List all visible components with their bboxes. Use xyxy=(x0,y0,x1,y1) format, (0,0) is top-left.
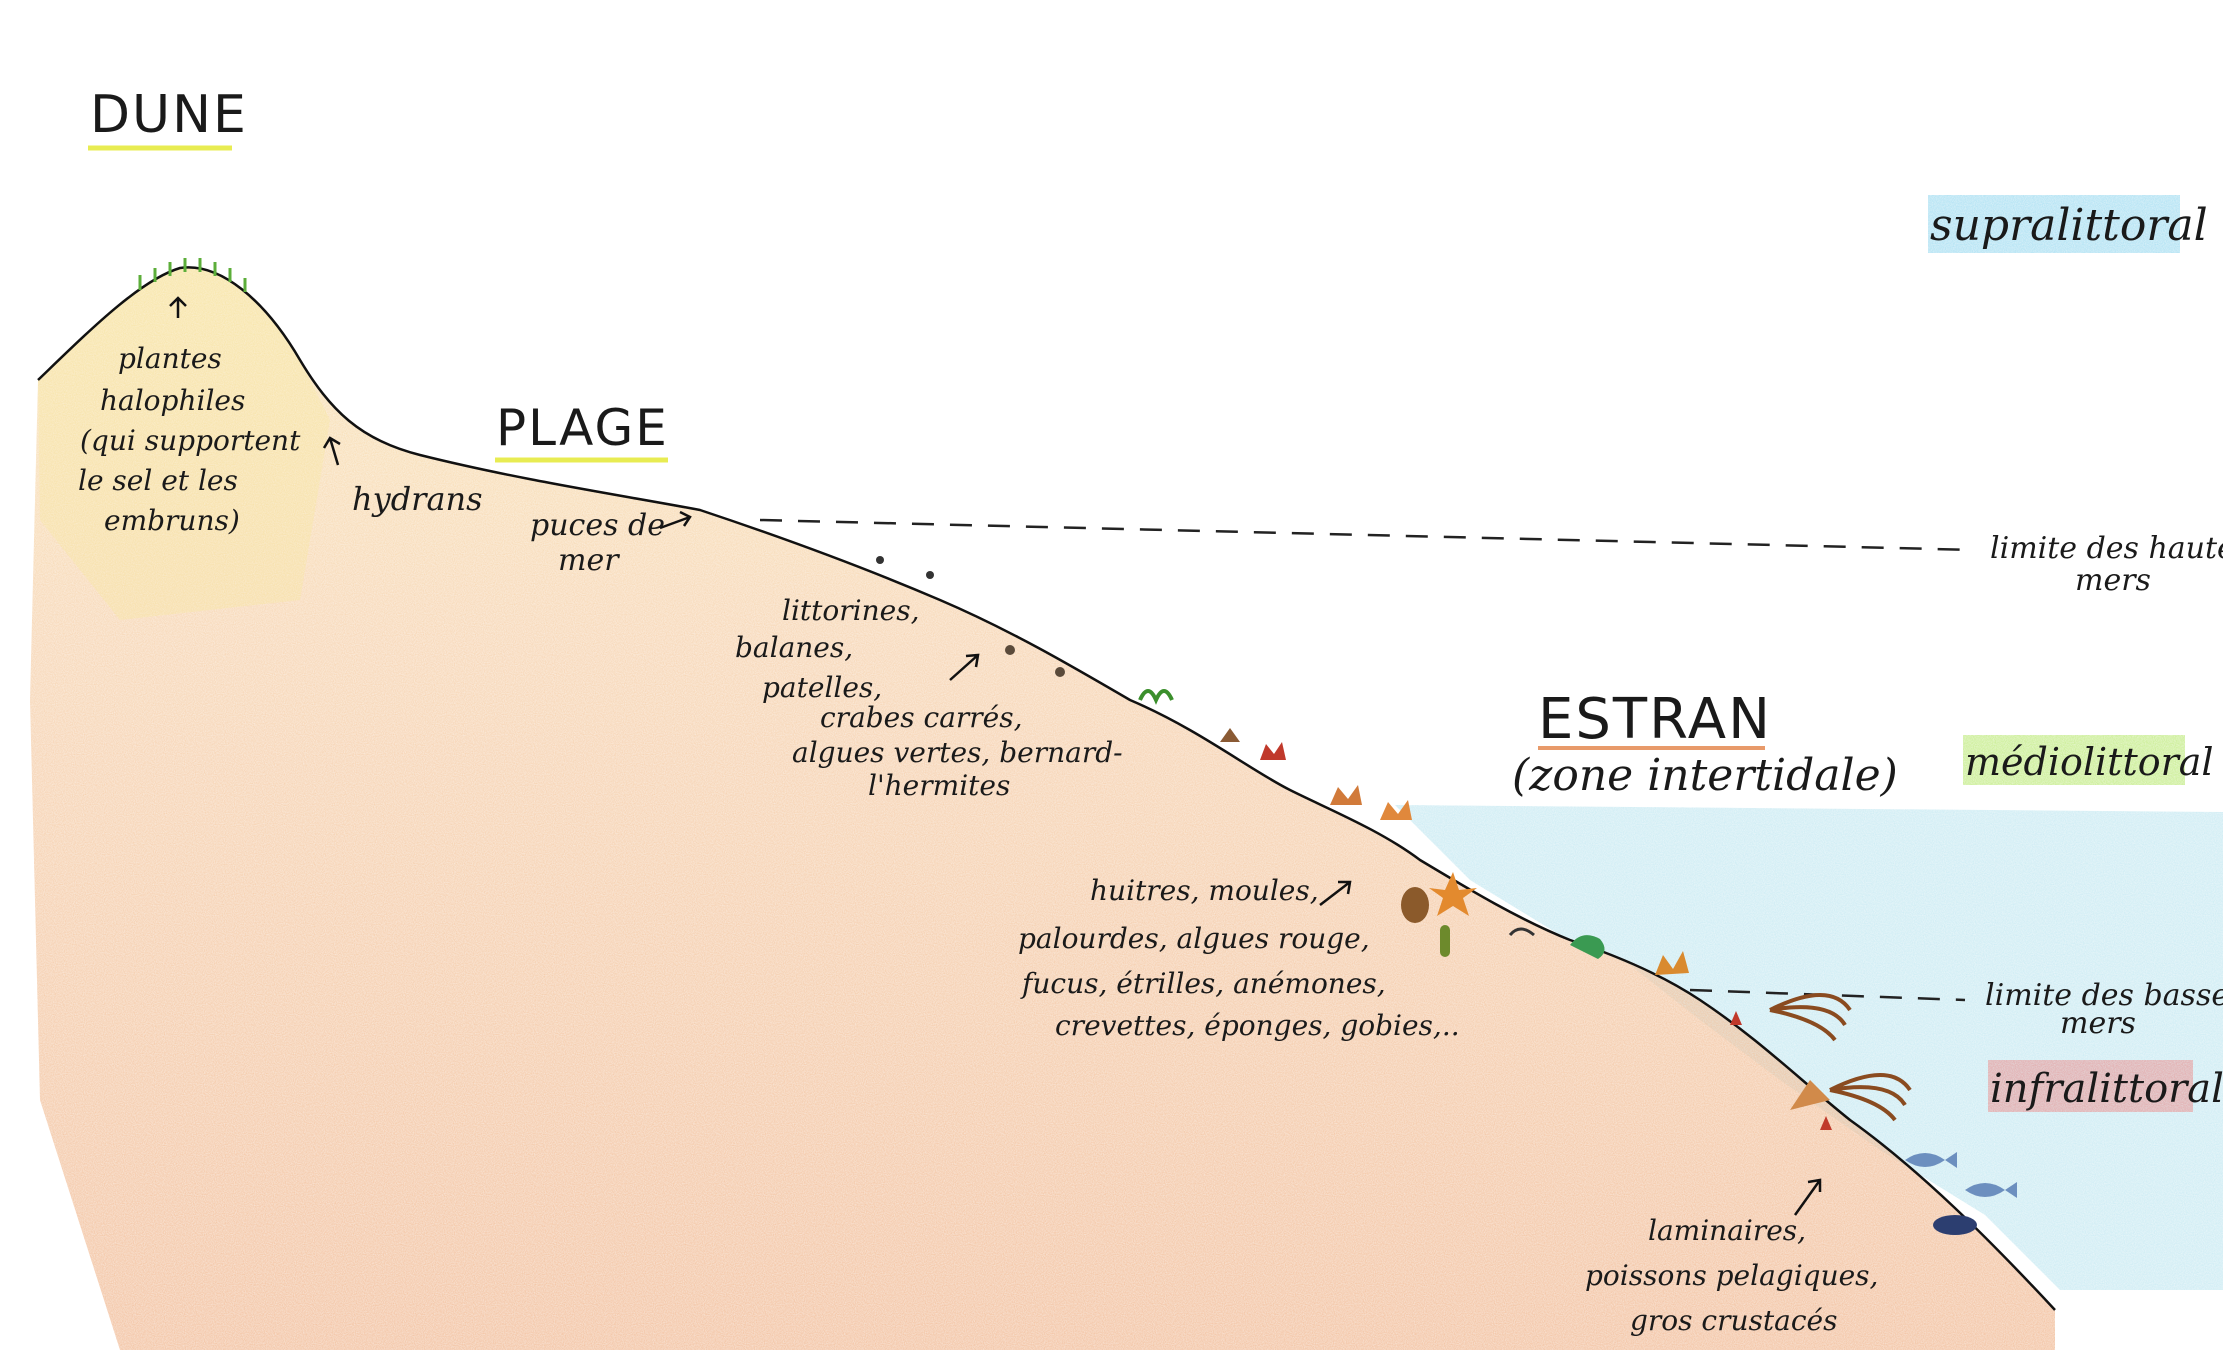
svg-text:puces de: puces de xyxy=(530,508,665,543)
supralittoral-label: supralittoral xyxy=(1930,200,2208,251)
littorines-annotation: littorines, balanes, patelles, crabes ca… xyxy=(735,594,1123,802)
high-tide-label-line2: mers xyxy=(2075,563,2151,598)
svg-text:le sel et les: le sel et les xyxy=(78,464,238,497)
low-tide-line xyxy=(1689,988,1966,1002)
puces-annotation: puces de mer xyxy=(530,508,665,578)
estran-title: ESTRAN xyxy=(1538,687,1772,752)
sand-body xyxy=(30,267,2055,1351)
high-tide-line xyxy=(759,518,1976,552)
low-tide-label-line1: limite des basses xyxy=(1985,978,2223,1013)
low-tide-label-line2: mers xyxy=(2060,1006,2136,1041)
dune-grass-icon xyxy=(138,258,247,292)
svg-text:gros crustacés: gros crustacés xyxy=(1630,1304,1837,1337)
svg-text:palourdes, algues rouge,: palourdes, algues rouge, xyxy=(1018,922,1370,955)
estran-subtitle: (zone intertidale) xyxy=(1512,750,1898,801)
svg-text:huitres, moules,: huitres, moules, xyxy=(1090,874,1319,907)
svg-text:laminaires,: laminaires, xyxy=(1648,1214,1806,1247)
supralittoral-highlight xyxy=(1928,195,2180,253)
plantes-annotation: plantes halophiles (qui supportent le se… xyxy=(78,342,301,537)
svg-text:patelles,: patelles, xyxy=(762,671,882,704)
mediolittoral-label: médiolittoral xyxy=(1965,740,2214,784)
mediolittoral-highlight xyxy=(1963,735,2185,785)
svg-text:plantes: plantes xyxy=(118,342,222,375)
arrow-icon xyxy=(169,296,1822,1216)
svg-text:embruns): embruns) xyxy=(104,504,240,537)
coast-profile-line xyxy=(37,266,2056,1311)
svg-text:fucus, étrilles, anémones,: fucus, étrilles, anémones, xyxy=(1020,967,1386,1000)
svg-text:(qui supportent: (qui supportent xyxy=(80,424,301,457)
svg-text:poissons pelagiques,: poissons pelagiques, xyxy=(1585,1259,1878,1292)
svg-text:crevettes, éponges, gobies,..: crevettes, éponges, gobies,.. xyxy=(1055,1009,1460,1042)
svg-text:halophiles: halophiles xyxy=(100,384,245,417)
high-tide-label-line1: limite des hautes xyxy=(1990,531,2223,566)
shore-organisms-icon xyxy=(876,556,2017,1235)
svg-text:mer: mer xyxy=(558,543,620,578)
plage-title: PLAGE xyxy=(496,399,669,457)
laminaires-annotation: laminaires, poissons pelagiques, gros cr… xyxy=(1585,1214,1878,1337)
dune-shading xyxy=(38,267,330,620)
svg-text:balanes,: balanes, xyxy=(735,631,853,664)
sea-area xyxy=(1395,805,2223,1290)
dune-title: DUNE xyxy=(90,85,248,145)
svg-text:littorines,: littorines, xyxy=(782,594,919,627)
infralittoral-label: infralittoral xyxy=(1990,1066,2223,1112)
huitres-annotation: huitres, moules, palourdes, algues rouge… xyxy=(1018,874,1460,1042)
svg-text:crabes carrés,: crabes carrés, xyxy=(820,701,1023,734)
svg-text:algues vertes, bernard-: algues vertes, bernard- xyxy=(792,736,1123,769)
infralittoral-highlight xyxy=(1988,1060,2193,1112)
hydrans-annotation: hydrans xyxy=(352,480,483,518)
svg-text:l'hermites: l'hermites xyxy=(868,769,1010,802)
